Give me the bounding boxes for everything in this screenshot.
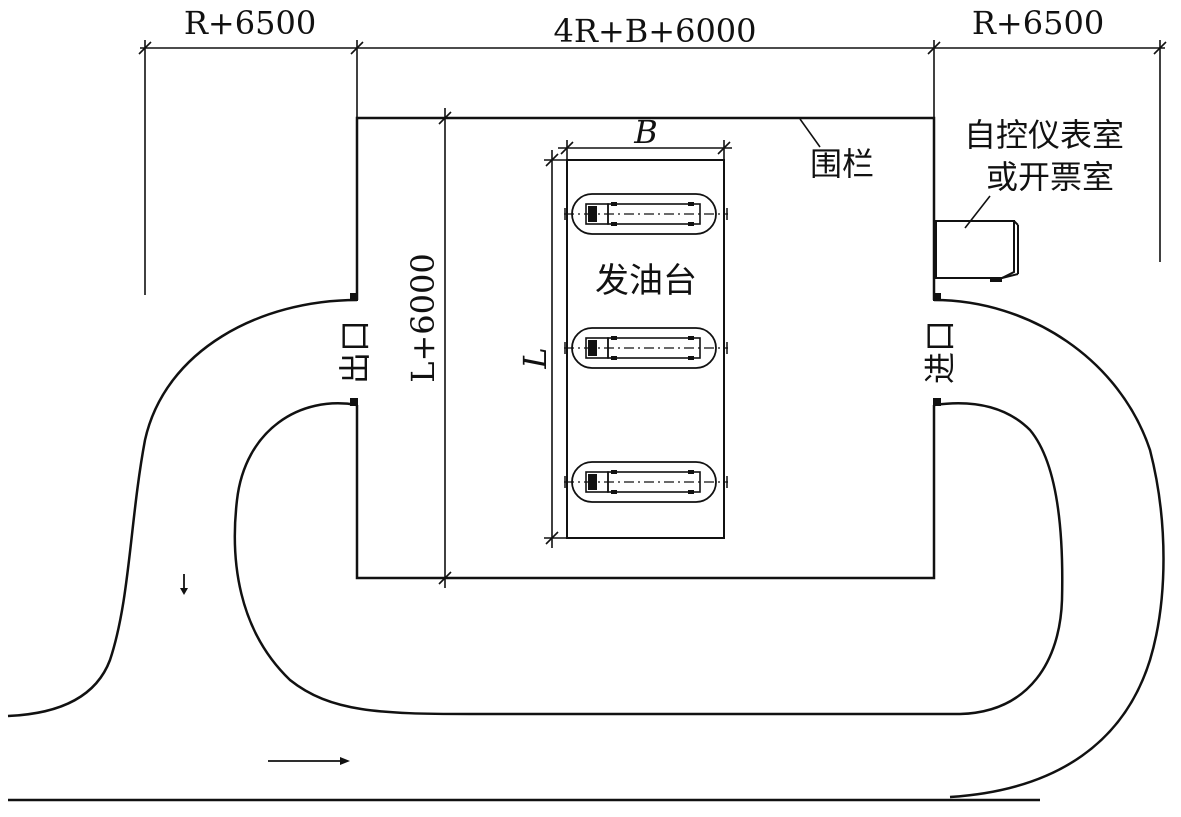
fence-label: 围栏: [810, 145, 874, 183]
fence-length-dimension: [438, 108, 452, 588]
fence-enclosure: [355, 116, 936, 580]
top-dimension-line: [138, 40, 1167, 295]
dim-label-fence-length: L+6000: [404, 253, 442, 383]
control-room-label-line1: 自控仪表室: [964, 116, 1124, 154]
gate-posts: [350, 293, 941, 406]
dim-label-right-width: R+6500: [972, 4, 1104, 42]
dim-label-platform-length: L: [516, 347, 554, 369]
dim-label-platform-width: B: [633, 113, 658, 151]
platform-width-dimension: [558, 140, 732, 160]
loading-platform-label: 发油台: [595, 261, 697, 301]
dim-label-left-width: R+6500: [184, 4, 316, 42]
tanker-truck-icon: [564, 193, 728, 235]
arrow-down-icon: [180, 574, 188, 595]
arrow-right-icon: [268, 757, 350, 765]
dim-label-center-width: 4R+B+6000: [553, 12, 756, 50]
exit-gate-label: 出口: [336, 320, 374, 384]
control-room-label-line2: 或开票室: [986, 158, 1114, 196]
tanker-truck-icon: [564, 327, 728, 369]
tanker-truck-icon: [564, 461, 728, 503]
entrance-gate-label: 进口: [921, 320, 959, 384]
fence-leader-line: [799, 118, 821, 148]
control-room-leader-line: [964, 195, 991, 229]
control-room-building: [935, 220, 1019, 282]
circulation-road: [7, 298, 1165, 802]
loading-platform: [566, 159, 725, 539]
platform-length-dimension: [544, 150, 567, 548]
